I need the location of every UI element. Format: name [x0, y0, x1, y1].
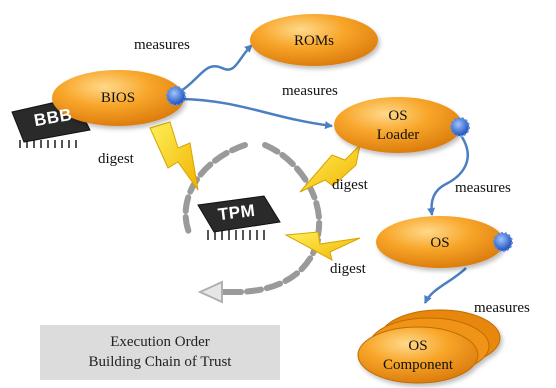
legend-box: Execution Order Building Chain of Trust: [40, 325, 280, 380]
legend-line-2: Building Chain of Trust: [88, 353, 232, 370]
os-loader-label: OS Loader: [376, 108, 420, 143]
roms-label: ROMs: [293, 33, 334, 49]
measures-label-osloader: measures: [282, 83, 338, 99]
os-component-stack: [357, 309, 501, 384]
os-node: [376, 216, 504, 268]
digest-label-os: digest: [330, 261, 366, 277]
tpm-chip-icon: [197, 195, 281, 240]
roms-node: [250, 14, 378, 66]
measurement-point-icons: [166, 86, 513, 252]
bolt-os-digest: [284, 231, 361, 261]
arrow-os-to-component: [423, 267, 467, 304]
legend-line-1: Execution Order: [110, 334, 210, 350]
osloader-node: [334, 97, 462, 153]
measures-label-component: measures: [474, 300, 530, 316]
bolt-bios-digest: [149, 121, 199, 191]
digest-label-osloader: digest: [332, 177, 368, 193]
bolt-osloader-digest: [299, 143, 361, 193]
os-component-label: OS Component: [383, 338, 453, 373]
arrow-bios-to-roms: [177, 44, 253, 95]
measures-label-os: measures: [455, 180, 511, 196]
bios-label: BIOS: [100, 90, 136, 106]
measures-label-roms: measures: [134, 37, 190, 53]
arrow-bios-to-osloader: [179, 97, 333, 130]
bios-node: [52, 70, 184, 126]
digest-bolts: [149, 121, 361, 261]
digest-label-bios: digest: [98, 151, 134, 167]
arrow-osloader-to-os: [427, 136, 469, 216]
measures-arrows: [177, 44, 469, 304]
os-label: OS: [430, 235, 450, 251]
